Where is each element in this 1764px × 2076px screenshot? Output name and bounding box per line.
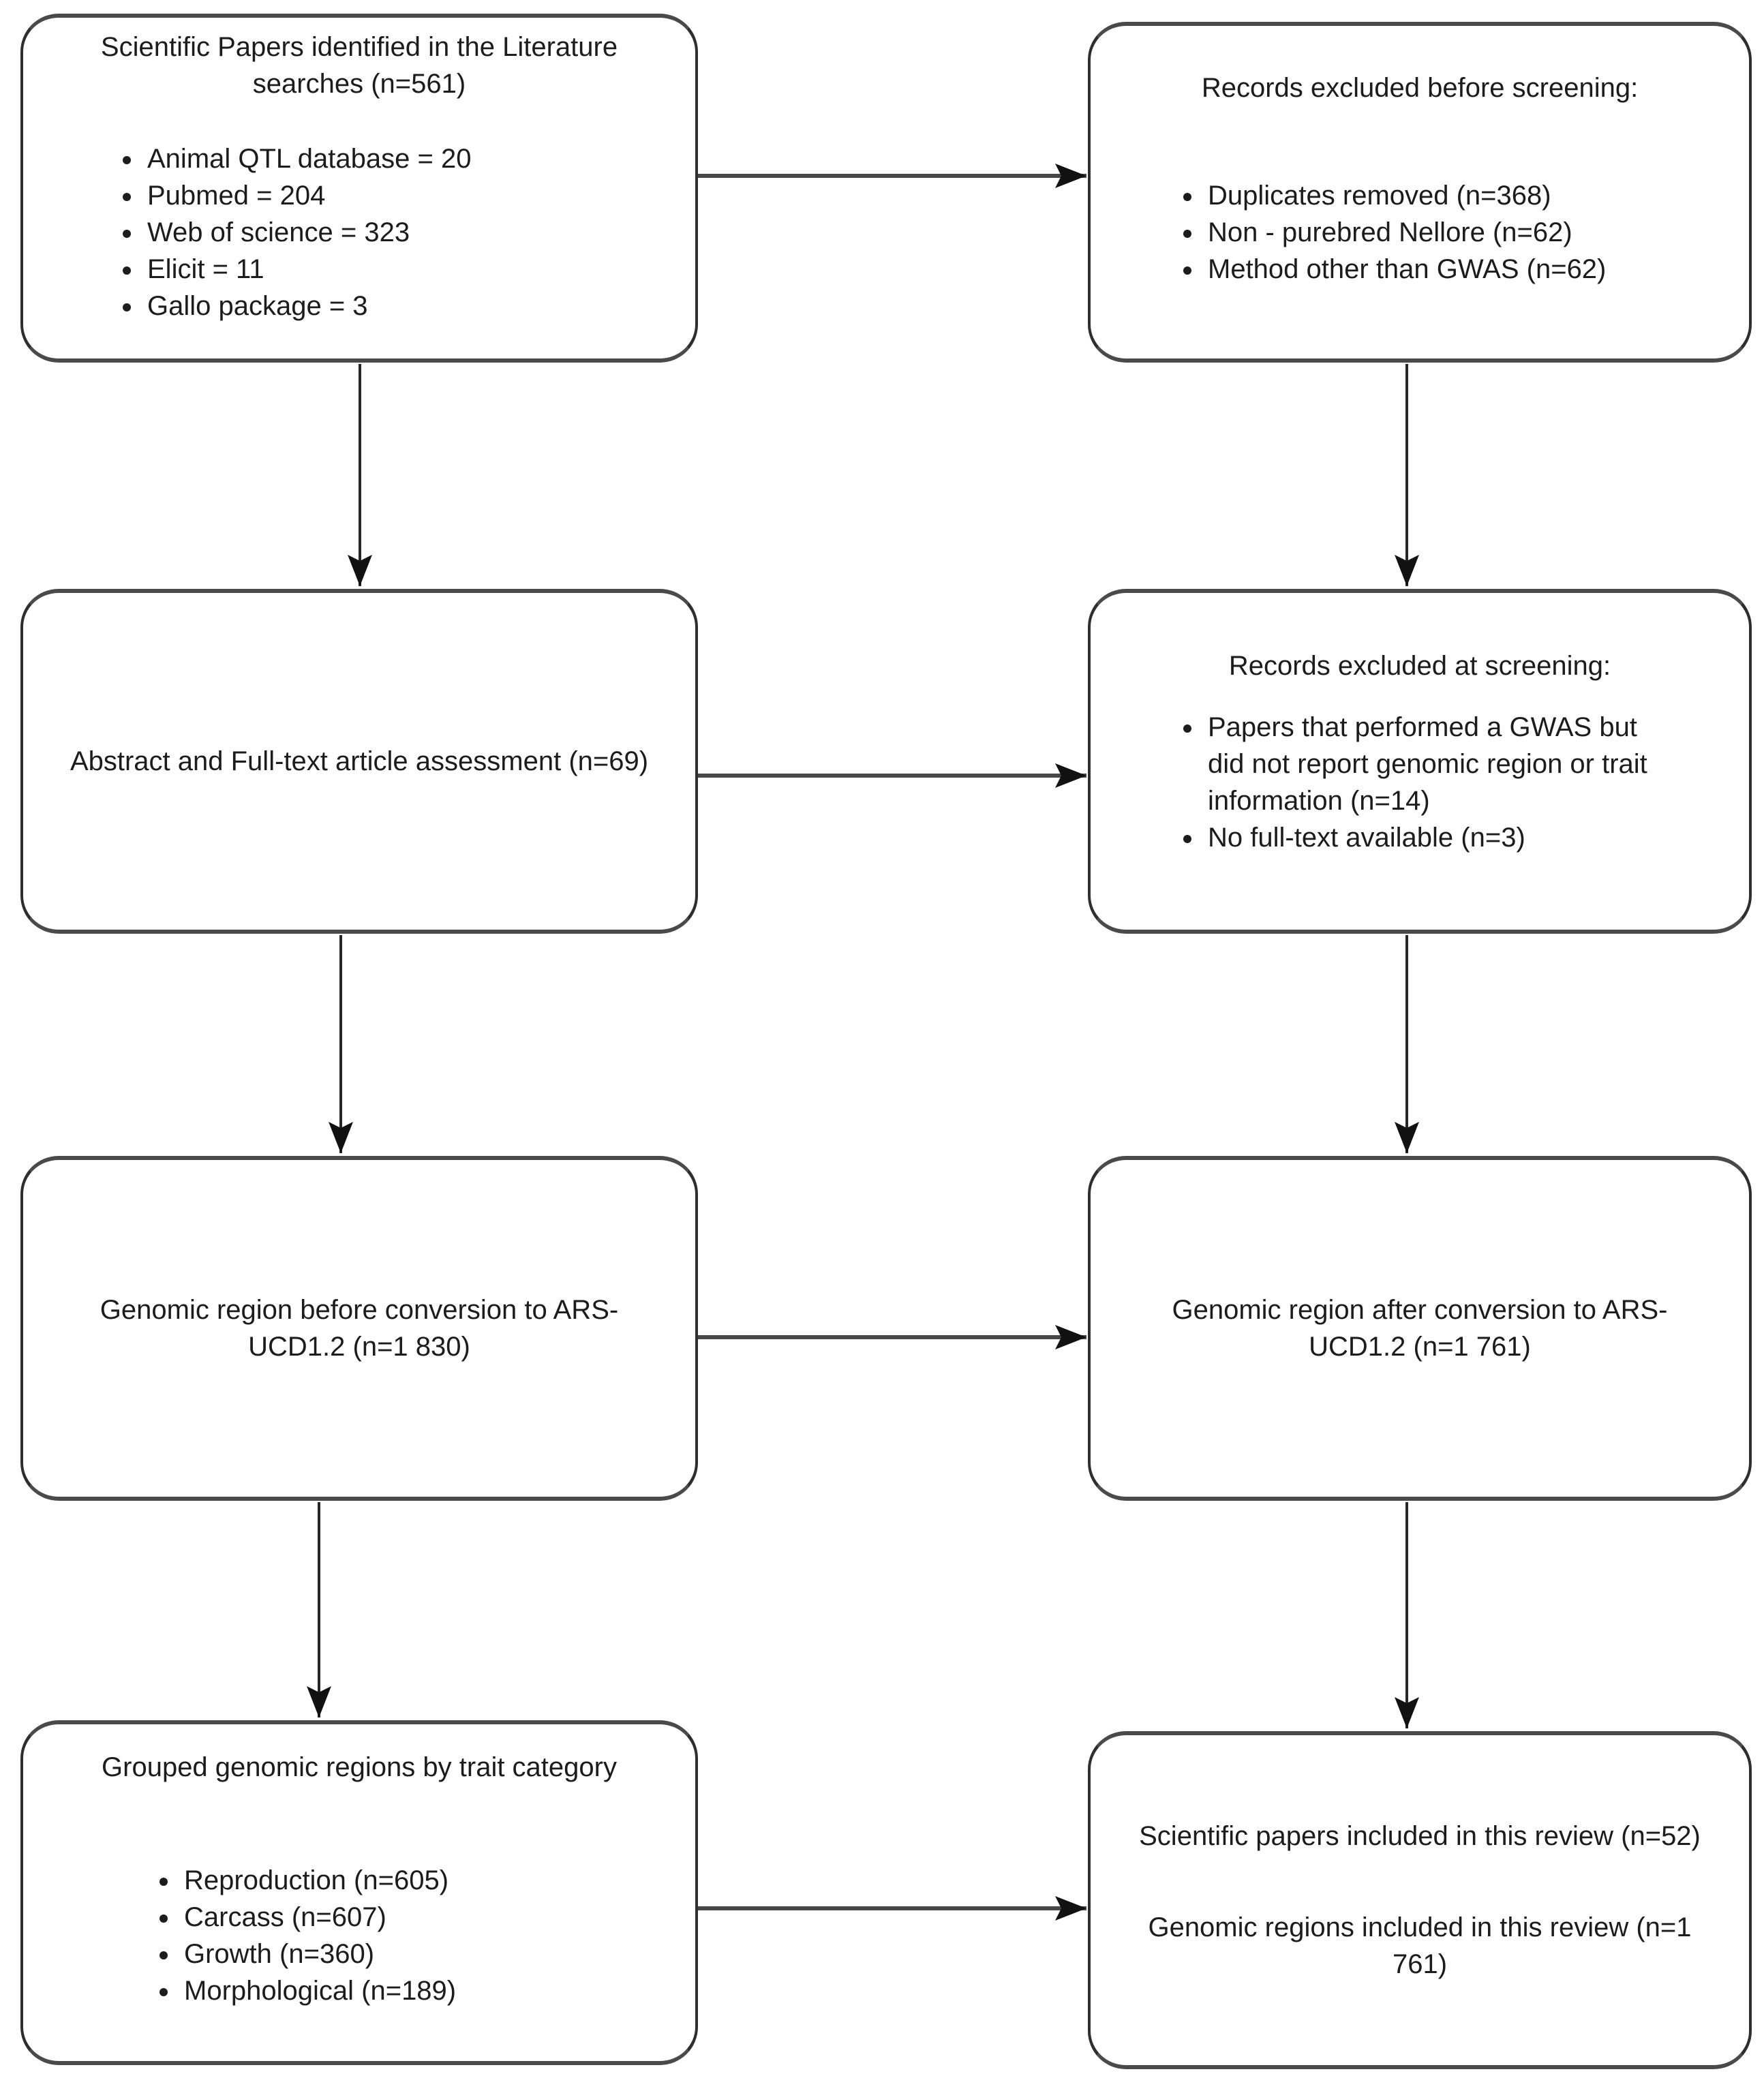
list-item: Growth (n=360) xyxy=(180,1936,675,1972)
box-abstract-fulltext-assessment: Abstract and Full-text article assessmen… xyxy=(20,589,698,934)
box-assessment-title: Abstract and Full-text article assessmen… xyxy=(70,746,649,776)
list-item: Papers that performed a GWAS but did not… xyxy=(1204,709,1664,819)
box-after-conversion-title: Genomic region after conversion to ARS-U… xyxy=(1172,1295,1668,1362)
box-region-before-conversion: Genomic region before conversion to ARS-… xyxy=(20,1156,698,1501)
box-excluded-before-title: Records excluded before screening: xyxy=(1201,73,1639,103)
list-item: Method other than GWAS (n=62) xyxy=(1204,251,1729,288)
box-before-conversion-title: Genomic region before conversion to ARS-… xyxy=(100,1295,619,1362)
box-grouped-by-trait: Grouped genomic regions by trait categor… xyxy=(20,1720,698,2065)
list-item: Non - purebred Nellore (n=62) xyxy=(1204,214,1729,251)
excluded-at-list: Papers that performed a GWAS but did not… xyxy=(1091,709,1749,856)
list-item: Gallo package = 3 xyxy=(143,288,675,324)
box-identified-title: Scientific Papers identified in the Lite… xyxy=(100,32,618,99)
included-papers-line: Scientific papers included in this revie… xyxy=(1139,1821,1701,1851)
list-item: No full-text available (n=3) xyxy=(1204,819,1664,856)
list-item: Reproduction (n=605) xyxy=(180,1862,675,1899)
trait-category-list: Reproduction (n=605) Carcass (n=607) Gro… xyxy=(23,1862,695,2009)
identified-sources-list: Animal QTL database = 20 Pubmed = 204 We… xyxy=(23,140,695,324)
box-excluded-before-screening: Records excluded before screening: Dupli… xyxy=(1088,22,1752,363)
box-excluded-at-title: Records excluded at screening: xyxy=(1228,651,1611,681)
excluded-before-list: Duplicates removed (n=368) Non - purebre… xyxy=(1091,177,1749,288)
box-included-in-review: Scientific papers included in this revie… xyxy=(1088,1731,1752,2069)
box-excluded-at-screening: Records excluded at screening: Papers th… xyxy=(1088,589,1752,934)
list-item: Carcass (n=607) xyxy=(180,1899,675,1936)
list-item: Pubmed = 204 xyxy=(143,177,675,214)
list-item: Duplicates removed (n=368) xyxy=(1204,177,1729,214)
included-regions-line: Genomic regions included in this review … xyxy=(1148,1912,1692,1979)
box-grouped-title: Grouped genomic regions by trait categor… xyxy=(102,1752,617,1782)
list-item: Morphological (n=189) xyxy=(180,1972,675,2009)
list-item: Animal QTL database = 20 xyxy=(143,140,675,177)
list-item: Elicit = 11 xyxy=(143,251,675,288)
box-region-after-conversion: Genomic region after conversion to ARS-U… xyxy=(1088,1156,1752,1501)
box-identified-papers: Scientific Papers identified in the Lite… xyxy=(20,14,698,363)
list-item: Web of science = 323 xyxy=(143,214,675,251)
